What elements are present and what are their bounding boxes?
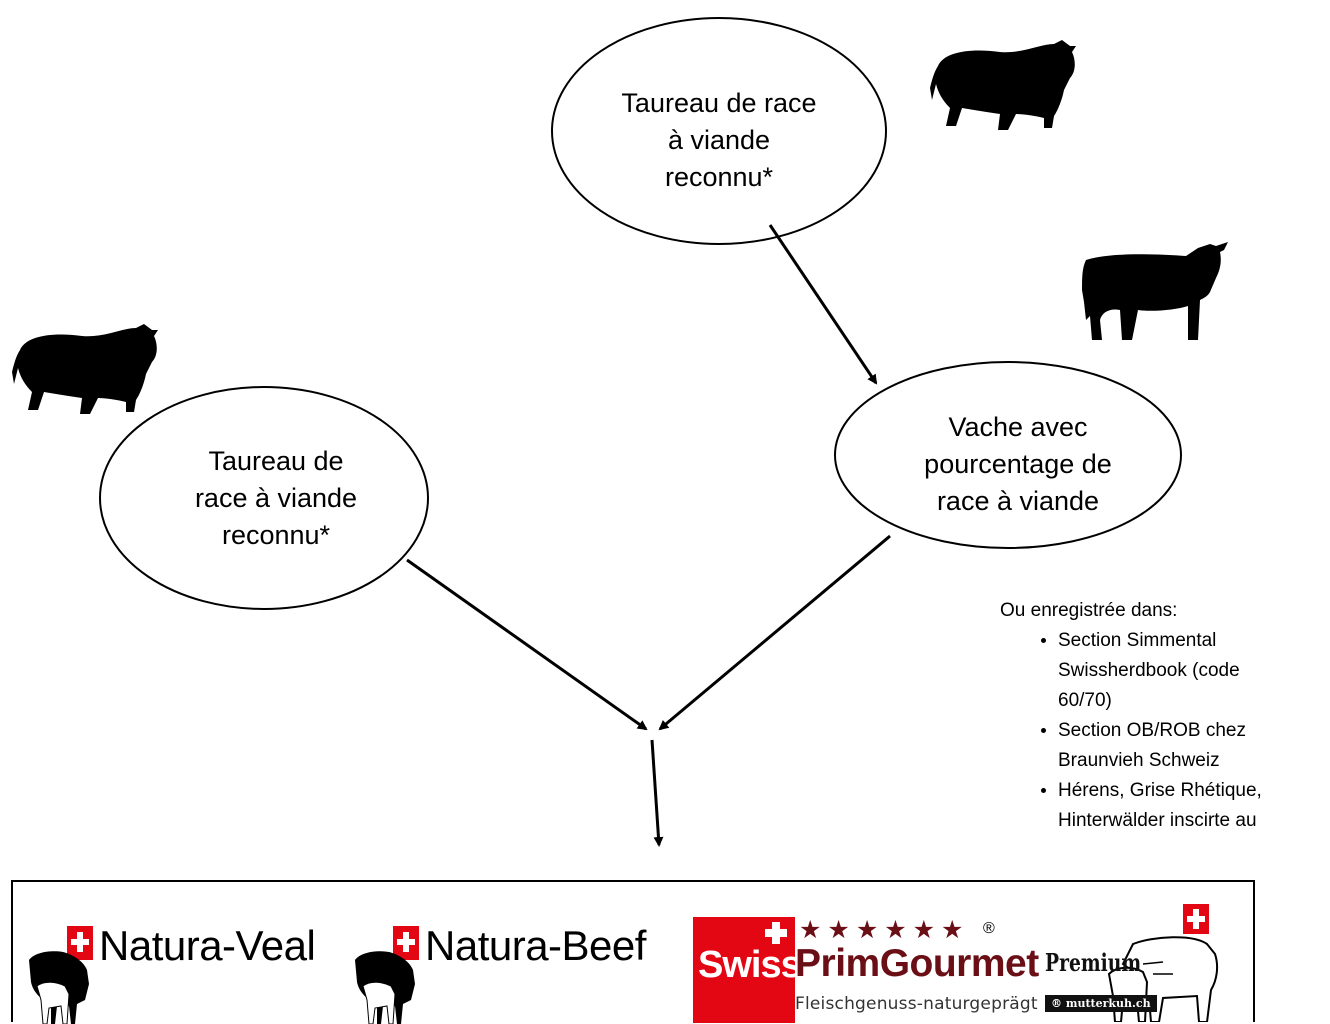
node-right-line: Vache avec xyxy=(948,412,1088,442)
node-left-line: race à viande xyxy=(194,483,358,513)
note-item-text: Section Simmental Swissherdbook (code 60… xyxy=(1058,630,1240,711)
spg-swiss-text: Swiss xyxy=(698,944,802,986)
note-item-text: Hérens, Grise Rhétique, Hinterwälder ins… xyxy=(1058,780,1262,831)
node-left-text: Taureau de race à viande reconnu* xyxy=(136,443,416,554)
spg-stars: ★★★★★★ xyxy=(799,916,970,944)
spg-tagline: Fleischgenuss-naturgeprägt xyxy=(795,994,1038,1014)
swiss-cross-icon xyxy=(765,922,787,944)
node-left-line: Taureau de xyxy=(208,446,344,476)
note-item-text: Section OB/ROB chez Braunvieh Schweiz xyxy=(1058,720,1246,771)
node-ellipse-right xyxy=(834,361,1182,549)
label-logos-box: Natura-Veal Natura-Beef Swiss ★★★★★★ ® P… xyxy=(11,880,1255,1024)
arrow-left-to-merge xyxy=(406,558,648,731)
node-ellipse-top xyxy=(551,17,887,245)
node-right-line: pourcentage de xyxy=(924,449,1112,479)
note-item: Hérens, Grise Rhétique, Hinterwälder ins… xyxy=(1058,776,1294,836)
natura-beef-text: Natura-Beef xyxy=(425,922,646,969)
spg-registered-mark: ® xyxy=(983,920,995,937)
note-intro: Ou enregistrée dans: xyxy=(1000,600,1178,621)
node-ellipse-left xyxy=(99,386,429,610)
note-item: Section OB/ROB chez Braunvieh Schweiz xyxy=(1058,716,1294,776)
cow-calf-icon xyxy=(29,926,93,1024)
note-item: Section Simmental Swissherdbook (code 60… xyxy=(1058,626,1294,716)
node-left-line: reconnu* xyxy=(221,520,331,550)
bull-silhouette-icon xyxy=(930,40,1076,130)
note-list: Section Simmental Swissherdbook (code 60… xyxy=(1000,626,1320,836)
node-top-text: Taureau de race à viande reconnu* xyxy=(579,85,859,196)
cow-silhouette-icon xyxy=(1082,242,1228,340)
spg-primgourmet-text: PrimGourmet xyxy=(795,942,1039,985)
cow-calf-icon xyxy=(355,926,419,1024)
bull-silhouette-icon xyxy=(12,324,158,414)
node-right-line: race à viande xyxy=(936,486,1100,516)
registration-note: Ou enregistrée dans: Section Simmental S… xyxy=(1000,596,1320,836)
arrow-top-to-right xyxy=(768,224,878,385)
premium-sub-text: ® mutterkuh.ch xyxy=(1045,995,1157,1012)
node-right-text: Vache avec pourcentage de race à viande xyxy=(878,409,1158,520)
node-top-line: reconnu* xyxy=(664,162,774,192)
natura-veal-text: Natura-Veal xyxy=(99,922,316,969)
arrow-right-to-merge xyxy=(658,534,891,731)
arrow-merge-to-labels xyxy=(650,739,664,847)
premium-text: Premium xyxy=(1045,948,1142,977)
node-top-line: Taureau de race xyxy=(621,88,817,118)
node-top-line: à viande xyxy=(667,125,771,155)
